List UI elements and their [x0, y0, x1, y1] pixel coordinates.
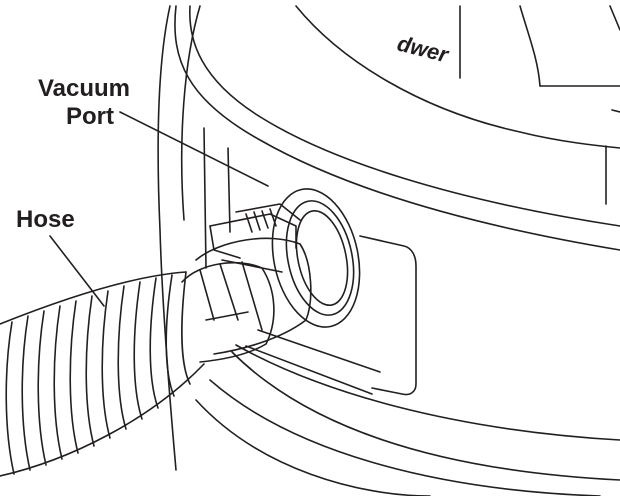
- hose-cuff: [181, 203, 312, 363]
- vacuum-body: [157, 5, 620, 497]
- corrugated-hose: [0, 271, 205, 477]
- vacuum-port-collar: [271, 188, 361, 328]
- hose-leader-line: [49, 235, 105, 307]
- vacuum-port-label-line1: Vacuum: [37, 75, 131, 102]
- brand-logo-text: dwer: [395, 31, 452, 68]
- hose-label: Hose: [16, 206, 75, 233]
- port-recess-panel: [203, 127, 417, 396]
- vacuum-port-leader-line: [119, 111, 269, 187]
- vacuum-lid: [174, 5, 620, 251]
- vacuum-port-label-line2: Port: [66, 103, 114, 130]
